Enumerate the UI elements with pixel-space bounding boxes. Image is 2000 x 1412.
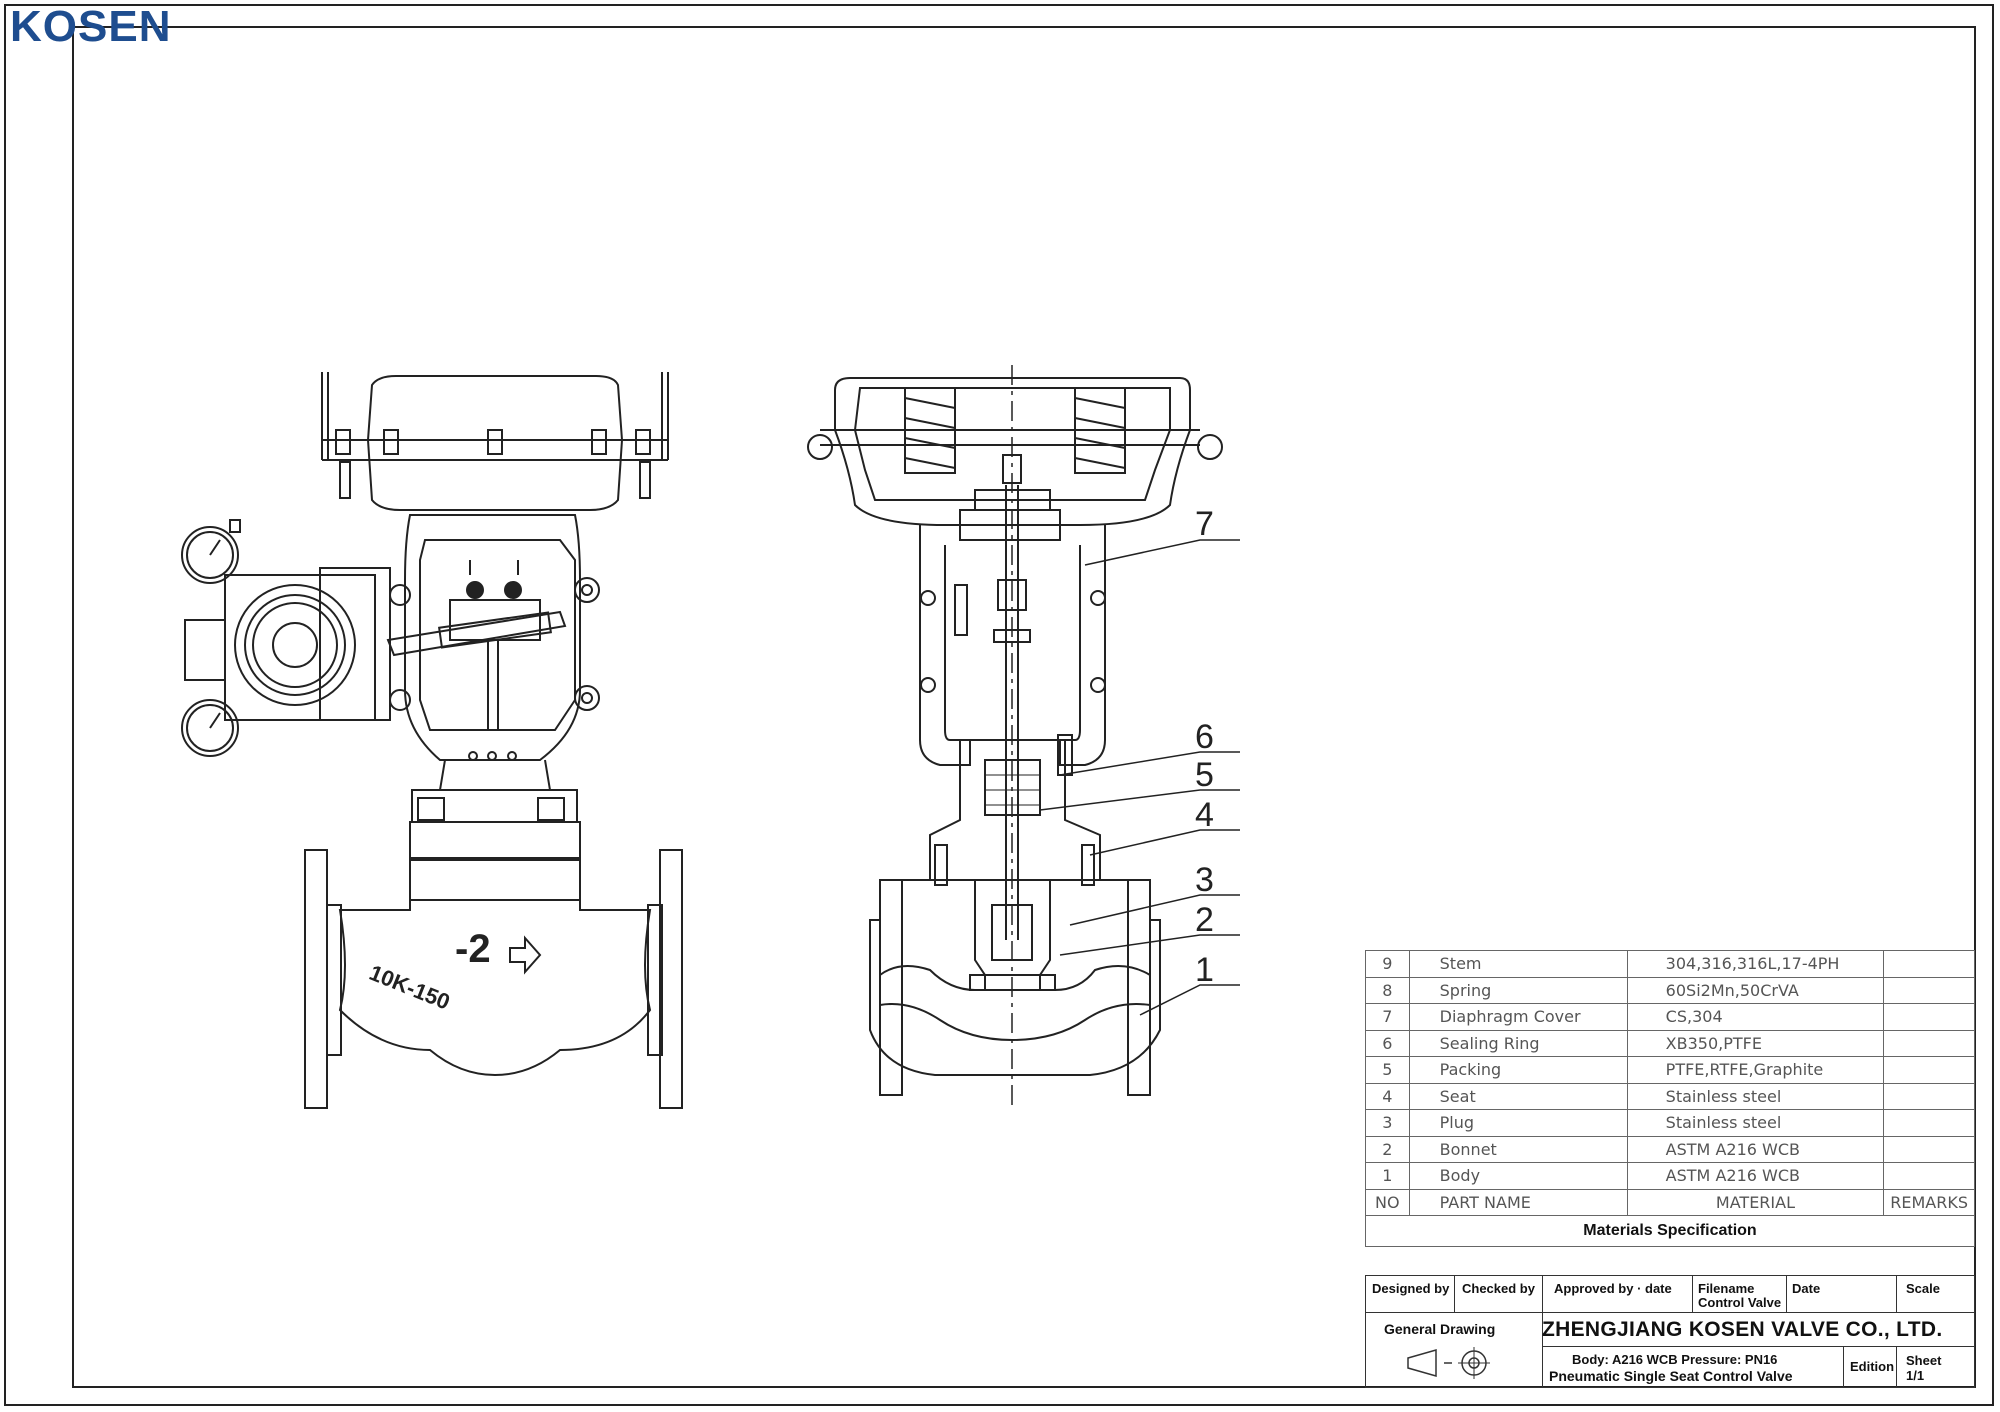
material-part-name: Packing — [1408, 1056, 1628, 1084]
springs — [904, 387, 1126, 474]
title-block-divider — [1692, 1276, 1693, 1312]
drawing-description: Pneumatic Single Seat Control Valve — [1549, 1368, 1793, 1384]
general-drawing-label: General Drawing — [1384, 1321, 1496, 1337]
front-view: -2 10K-150 — [181, 372, 683, 1109]
material-value: XB350,PTFE — [1626, 1029, 1885, 1057]
material-no: 2 — [1365, 1135, 1410, 1163]
sheet-label: Sheet — [1906, 1353, 1942, 1368]
title-block: Designed by Checked by Approved by · dat… — [1365, 1275, 1975, 1388]
filename-value: Control Valve — [1698, 1295, 1782, 1310]
material-part-name: Body — [1408, 1162, 1628, 1190]
material-no: 1 — [1365, 1162, 1410, 1190]
material-value: PTFE,RTFE,Graphite — [1626, 1056, 1885, 1084]
filename-label: Filename — [1698, 1281, 1755, 1296]
header-part-name: PART NAME — [1408, 1188, 1628, 1216]
pressure-gauges — [181, 519, 241, 757]
projection-symbol-icon — [1407, 1347, 1490, 1379]
material-no: 3 — [1365, 1109, 1410, 1137]
date-label: Date — [1792, 1281, 1821, 1296]
materials-header-row: NO PART NAME MATERIAL REMARKS — [1365, 1188, 1975, 1216]
material-remarks — [1883, 1135, 1975, 1163]
header-material: MATERIAL — [1626, 1188, 1885, 1216]
title-block-divider — [1366, 1312, 1974, 1313]
callout-label-1: 1 — [1195, 951, 1214, 989]
material-value: Stainless steel — [1626, 1109, 1885, 1137]
sheet-inner-border — [72, 26, 1976, 1388]
designed-by-label: Designed by — [1372, 1281, 1450, 1296]
sheet-outer-border — [4, 4, 1994, 1406]
material-remarks — [1883, 1056, 1975, 1084]
callout-label-5: 5 — [1195, 756, 1214, 794]
positioner — [184, 567, 411, 721]
material-remarks — [1883, 1003, 1975, 1031]
material-remarks — [1883, 1082, 1975, 1110]
callout-label-3: 3 — [1195, 861, 1214, 899]
material-value: ASTM A216 WCB — [1626, 1162, 1885, 1190]
title-block-divider — [1843, 1346, 1844, 1387]
materials-caption: Materials Specification — [1365, 1215, 1975, 1247]
housing-bolts — [335, 429, 651, 499]
body-pressure-spec: Body: A216 WCB Pressure: PN16 — [1572, 1352, 1778, 1367]
material-part-name: Diaphragm Cover — [1408, 1003, 1628, 1031]
material-part-name: Spring — [1408, 976, 1628, 1004]
material-part-name: Bonnet — [1408, 1135, 1628, 1163]
callout-label-4: 4 — [1195, 796, 1214, 834]
approved-by-label: Approved by · date — [1554, 1281, 1672, 1296]
material-no: 7 — [1365, 1003, 1410, 1031]
material-remarks — [1883, 1109, 1975, 1137]
header-remarks: REMARKS — [1883, 1188, 1975, 1216]
kosen-logo: KOSEN — [10, 2, 172, 51]
material-part-name: Sealing Ring — [1408, 1029, 1628, 1057]
section-view: 7 6 5 4 3 2 1 — [807, 365, 1240, 1110]
material-remarks — [1883, 1162, 1975, 1190]
material-part-name: Stem — [1408, 950, 1628, 978]
material-value: 304,316,316L,17-4PH — [1626, 950, 1885, 978]
material-part-name: Seat — [1408, 1082, 1628, 1110]
callout-leaders — [1039, 539, 1240, 1016]
material-value: ASTM A216 WCB — [1626, 1135, 1885, 1163]
title-block-divider — [1454, 1276, 1455, 1312]
title-block-divider — [1896, 1346, 1897, 1387]
title-block-divider — [1542, 1346, 1974, 1347]
title-block-divider — [1786, 1276, 1787, 1312]
scale-label: Scale — [1906, 1281, 1940, 1296]
material-no: 5 — [1365, 1056, 1410, 1084]
title-block-divider — [1896, 1276, 1897, 1312]
title-block-divider — [1542, 1276, 1543, 1387]
edition-label: Edition — [1850, 1359, 1895, 1374]
material-value: Stainless steel — [1626, 1082, 1885, 1110]
callout-label-6: 6 — [1195, 718, 1214, 756]
material-remarks — [1883, 1029, 1975, 1057]
material-no: 6 — [1365, 1029, 1410, 1057]
material-remarks — [1883, 950, 1975, 978]
company-name: ZHENGJIANG KOSEN VALVE CO., LTD. — [1542, 1318, 1943, 1341]
flange-rating-label: 10K-150 — [366, 960, 454, 1015]
material-no: 9 — [1365, 950, 1410, 978]
sheet-value: 1/1 — [1906, 1368, 1925, 1383]
material-part-name: Plug — [1408, 1109, 1628, 1137]
materials-caption-row: Materials Specification — [1365, 1215, 1975, 1247]
material-no: 8 — [1365, 976, 1410, 1004]
header-no: NO — [1365, 1188, 1410, 1216]
material-value: 60Si2Mn,50CrVA — [1626, 976, 1885, 1004]
flow-direction-label: -2 — [455, 927, 491, 971]
material-no: 4 — [1365, 1082, 1410, 1110]
callout-label-2: 2 — [1195, 901, 1214, 939]
callout-label-7: 7 — [1195, 505, 1214, 543]
checked-by-label: Checked by — [1462, 1281, 1535, 1296]
material-remarks — [1883, 976, 1975, 1004]
material-value: CS,304 — [1626, 1003, 1885, 1031]
